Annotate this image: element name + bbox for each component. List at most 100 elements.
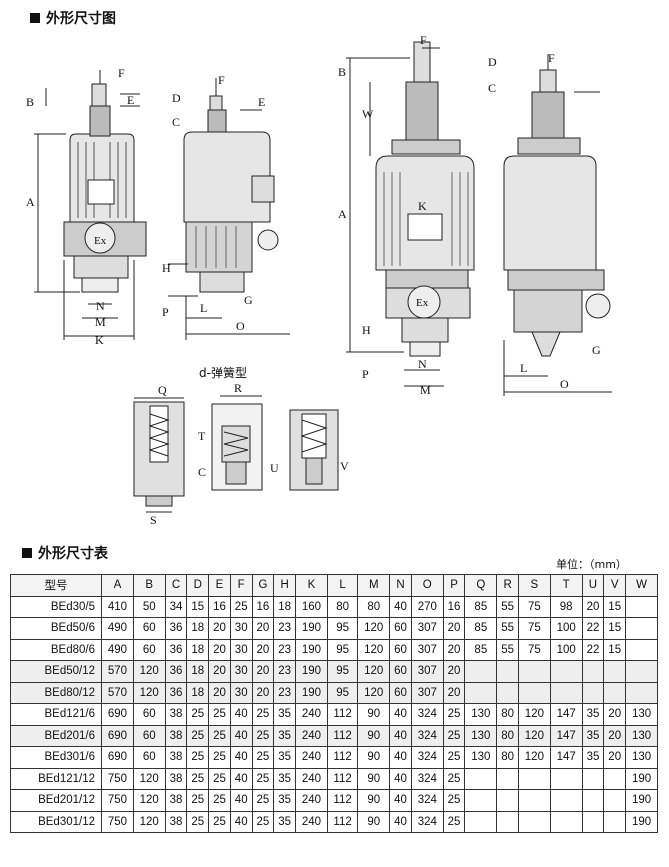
value-cell — [496, 681, 519, 704]
value-cell: 95 — [326, 681, 359, 704]
value-cell: 120 — [132, 660, 166, 683]
value-cell: 80 — [496, 724, 519, 747]
value-cell: 120 — [132, 681, 166, 704]
value-cell: 80 — [496, 746, 519, 769]
value-cell: 25 — [186, 789, 210, 812]
value-cell: 80 — [326, 595, 359, 618]
dimension-drawings: F B E A Ex N M K F D C E H P — [26, 33, 612, 527]
value-cell: 60 — [132, 638, 166, 661]
value-cell: 55 — [496, 595, 519, 618]
dim-label-E1: E — [127, 93, 134, 107]
value-cell — [625, 638, 658, 661]
dim-label-M1: M — [95, 315, 106, 329]
value-cell: 25 — [251, 724, 275, 747]
value-cell: 40 — [229, 810, 253, 833]
value-cell: 120 — [132, 810, 166, 833]
column-header-A: A — [101, 574, 134, 597]
value-cell — [603, 789, 627, 812]
drawing-front-small — [34, 70, 147, 340]
value-cell: 190 — [295, 681, 328, 704]
model-cell: BEd80/6 — [10, 638, 102, 661]
column-header-R: R — [496, 574, 519, 597]
value-cell: 130 — [464, 703, 498, 726]
column-header-G: G — [251, 574, 275, 597]
model-cell: BEd50/12 — [10, 660, 102, 683]
value-cell: 490 — [101, 617, 134, 640]
model-cell: BEd121/6 — [10, 703, 102, 726]
dim-label-O4: O — [560, 377, 569, 391]
value-cell — [496, 789, 519, 812]
value-cell: 16 — [442, 595, 466, 618]
value-cell: 23 — [273, 681, 297, 704]
value-cell: 90 — [357, 746, 391, 769]
column-header-E: E — [208, 574, 231, 597]
value-cell: 36 — [164, 681, 188, 704]
value-cell: 50 — [132, 595, 166, 618]
column-header-Q: Q — [464, 574, 498, 597]
value-cell: 120 — [517, 703, 551, 726]
square-bullet-icon — [22, 548, 32, 558]
value-cell: 22 — [581, 638, 605, 661]
dim-label-K3: K — [418, 199, 427, 213]
value-cell — [464, 810, 498, 833]
column-header-L: L — [326, 574, 359, 597]
dim-label-N3: N — [418, 357, 427, 371]
value-cell — [581, 660, 605, 683]
value-cell — [549, 660, 583, 683]
model-cell: BEd301/12 — [10, 810, 102, 833]
value-cell: 25 — [208, 789, 231, 812]
value-cell: 25 — [251, 767, 275, 790]
column-header-V: V — [603, 574, 627, 597]
value-cell — [517, 660, 551, 683]
value-cell: 18 — [186, 660, 210, 683]
value-cell: 23 — [273, 660, 297, 683]
value-cell: 190 — [295, 617, 328, 640]
dim-label-F3: F — [420, 33, 427, 47]
value-cell: 25 — [442, 810, 466, 833]
value-cell: 60 — [132, 746, 166, 769]
value-cell — [625, 617, 658, 640]
dim-label-U: U — [270, 461, 279, 475]
value-cell: 85 — [464, 617, 498, 640]
value-cell: 18 — [186, 617, 210, 640]
dim-label-C4: C — [488, 81, 496, 95]
value-cell — [625, 660, 658, 683]
value-cell: 38 — [164, 767, 188, 790]
value-cell — [517, 681, 551, 704]
value-cell: 25 — [186, 810, 210, 833]
value-cell: 324 — [410, 789, 444, 812]
value-cell: 18 — [273, 595, 297, 618]
value-cell — [549, 681, 583, 704]
value-cell: 90 — [357, 767, 391, 790]
value-cell: 90 — [357, 703, 391, 726]
dim-label-C2: C — [172, 115, 180, 129]
value-cell: 490 — [101, 638, 134, 661]
value-cell: 55 — [496, 638, 519, 661]
dim-label-O2: O — [236, 319, 245, 333]
dim-label-L4: L — [520, 361, 527, 375]
value-cell: 112 — [326, 810, 359, 833]
unit-label: 单位：（mm） — [556, 558, 627, 571]
dim-label-G2: G — [244, 293, 253, 307]
dim-label-H3: H — [362, 323, 371, 337]
column-header-P: P — [442, 574, 466, 597]
square-bullet-icon — [30, 13, 40, 23]
value-cell: 750 — [101, 767, 134, 790]
value-cell: 20 — [442, 617, 466, 640]
value-cell: 60 — [132, 617, 166, 640]
value-cell: 160 — [295, 595, 328, 618]
dim-label-N1: N — [96, 299, 105, 313]
dim-label-A1: A — [26, 195, 35, 209]
value-cell: 100 — [549, 638, 583, 661]
dim-label-D4: D — [488, 55, 497, 69]
value-cell: 40 — [229, 767, 253, 790]
value-cell: 25 — [186, 767, 210, 790]
value-cell: 85 — [464, 638, 498, 661]
value-cell: 25 — [442, 767, 466, 790]
dim-label-B3: B — [338, 65, 346, 79]
